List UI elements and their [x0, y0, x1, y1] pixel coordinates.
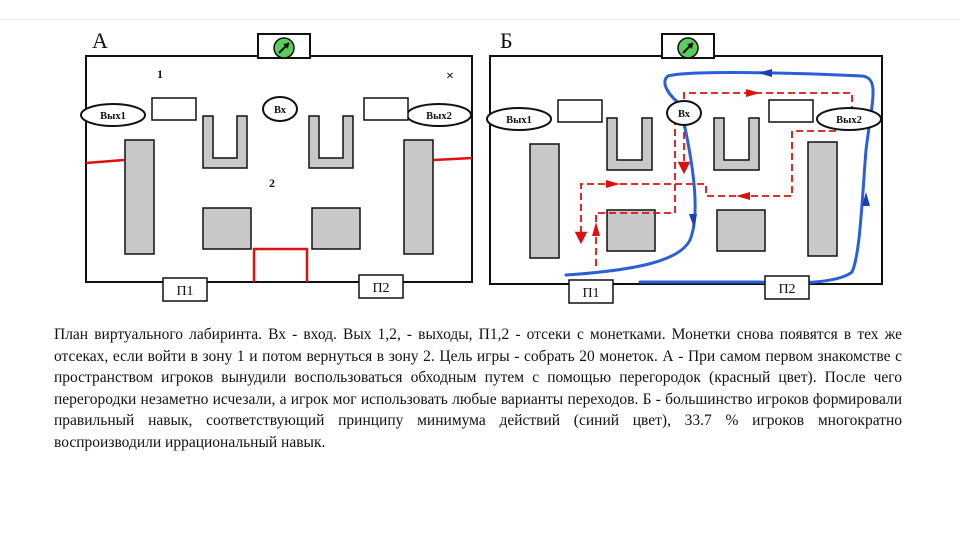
panel-a-p2-label: П2	[372, 281, 389, 296]
panel-b-exit-1[interactable]: Вых1	[486, 107, 552, 131]
panel-a-letter: А	[92, 28, 108, 53]
panel-b-entry[interactable]: Вх	[666, 100, 702, 126]
panel-b-blue-arrow-top	[758, 69, 772, 77]
panel-a-exit-2[interactable]: Вых2	[406, 103, 472, 127]
panel-b-compartment-2[interactable]: П2	[764, 275, 810, 300]
panel-a-barrier-right	[433, 156, 473, 162]
panel-a-entry[interactable]: Вх	[262, 96, 298, 122]
panel-a-compartment-2[interactable]: П2	[358, 274, 404, 299]
panel-a-bar-right	[403, 139, 434, 255]
panel-b-blue-arrow-right	[862, 192, 870, 206]
panel-b-p1-label: П1	[582, 286, 599, 301]
panel-a-exit-2-label: Вых2	[426, 111, 452, 122]
panel-b-entry-label: Вх	[678, 109, 691, 120]
panel-a-square-right	[311, 207, 361, 250]
panel-b-square-left	[606, 209, 656, 252]
panel-b: Б	[486, 28, 883, 304]
panel-b-compartment-1[interactable]: П1	[568, 279, 614, 304]
panel-a-p1-label: П1	[176, 284, 193, 299]
panel-a-cross-mark: ×	[446, 69, 454, 84]
panel-a-compass	[257, 33, 311, 59]
panel-a-compartment-1[interactable]: П1	[162, 277, 208, 302]
panel-a-zone-2: 2	[269, 176, 275, 190]
panel-b-block-right	[768, 99, 814, 123]
panel-b-red-arrow-up	[592, 222, 600, 236]
panel-a-u-wall-right	[308, 115, 354, 169]
panel-a-bar-left	[124, 139, 155, 255]
panel-b-p2-label: П2	[778, 282, 795, 297]
panel-b-bar-left	[529, 143, 560, 259]
panel-a-exit-1[interactable]: Вых1	[80, 103, 146, 127]
panel-b-block-left	[557, 99, 603, 123]
panel-a-square-left	[202, 207, 252, 250]
panel-a-barrier-left	[85, 158, 125, 165]
panel-a-zone-1: 1	[157, 67, 163, 81]
panel-b-red-arrow-mid	[736, 192, 750, 200]
panel-b-letter: Б	[500, 28, 513, 53]
top-divider	[0, 19, 960, 20]
figure-caption: План виртуального лабиринта. Вх - вход. …	[54, 326, 902, 451]
panel-b-square-right	[716, 209, 766, 252]
panel-b-u-wall-right	[713, 117, 760, 171]
panel-b-red-arrow-low	[606, 180, 620, 188]
maze-diagram: А 1 × 2 Вых1 Вых2	[80, 28, 883, 304]
panel-a: А 1 × 2 Вых1 Вых2	[80, 28, 473, 302]
panel-a-entry-label: Вх	[274, 105, 287, 116]
panel-a-exit-1-label: Вых1	[100, 111, 126, 122]
panel-b-optimal-path	[564, 71, 875, 285]
panel-b-red-arrow-top	[746, 89, 760, 97]
panel-b-bar-right	[807, 141, 838, 257]
panel-a-block-left	[151, 97, 197, 121]
panel-a-u-wall-left	[202, 115, 248, 169]
panel-b-exit-1-label: Вых1	[506, 115, 532, 126]
panel-b-exit-2[interactable]: Вых2	[816, 107, 882, 131]
panel-b-u-wall-left	[606, 117, 653, 171]
panel-b-blue-arrow-down	[689, 214, 697, 228]
panel-b-exit-2-label: Вых2	[836, 115, 862, 126]
panel-a-block-right	[363, 97, 409, 121]
panel-a-barrier-bottom	[252, 247, 309, 282]
panel-b-compass	[661, 33, 715, 59]
